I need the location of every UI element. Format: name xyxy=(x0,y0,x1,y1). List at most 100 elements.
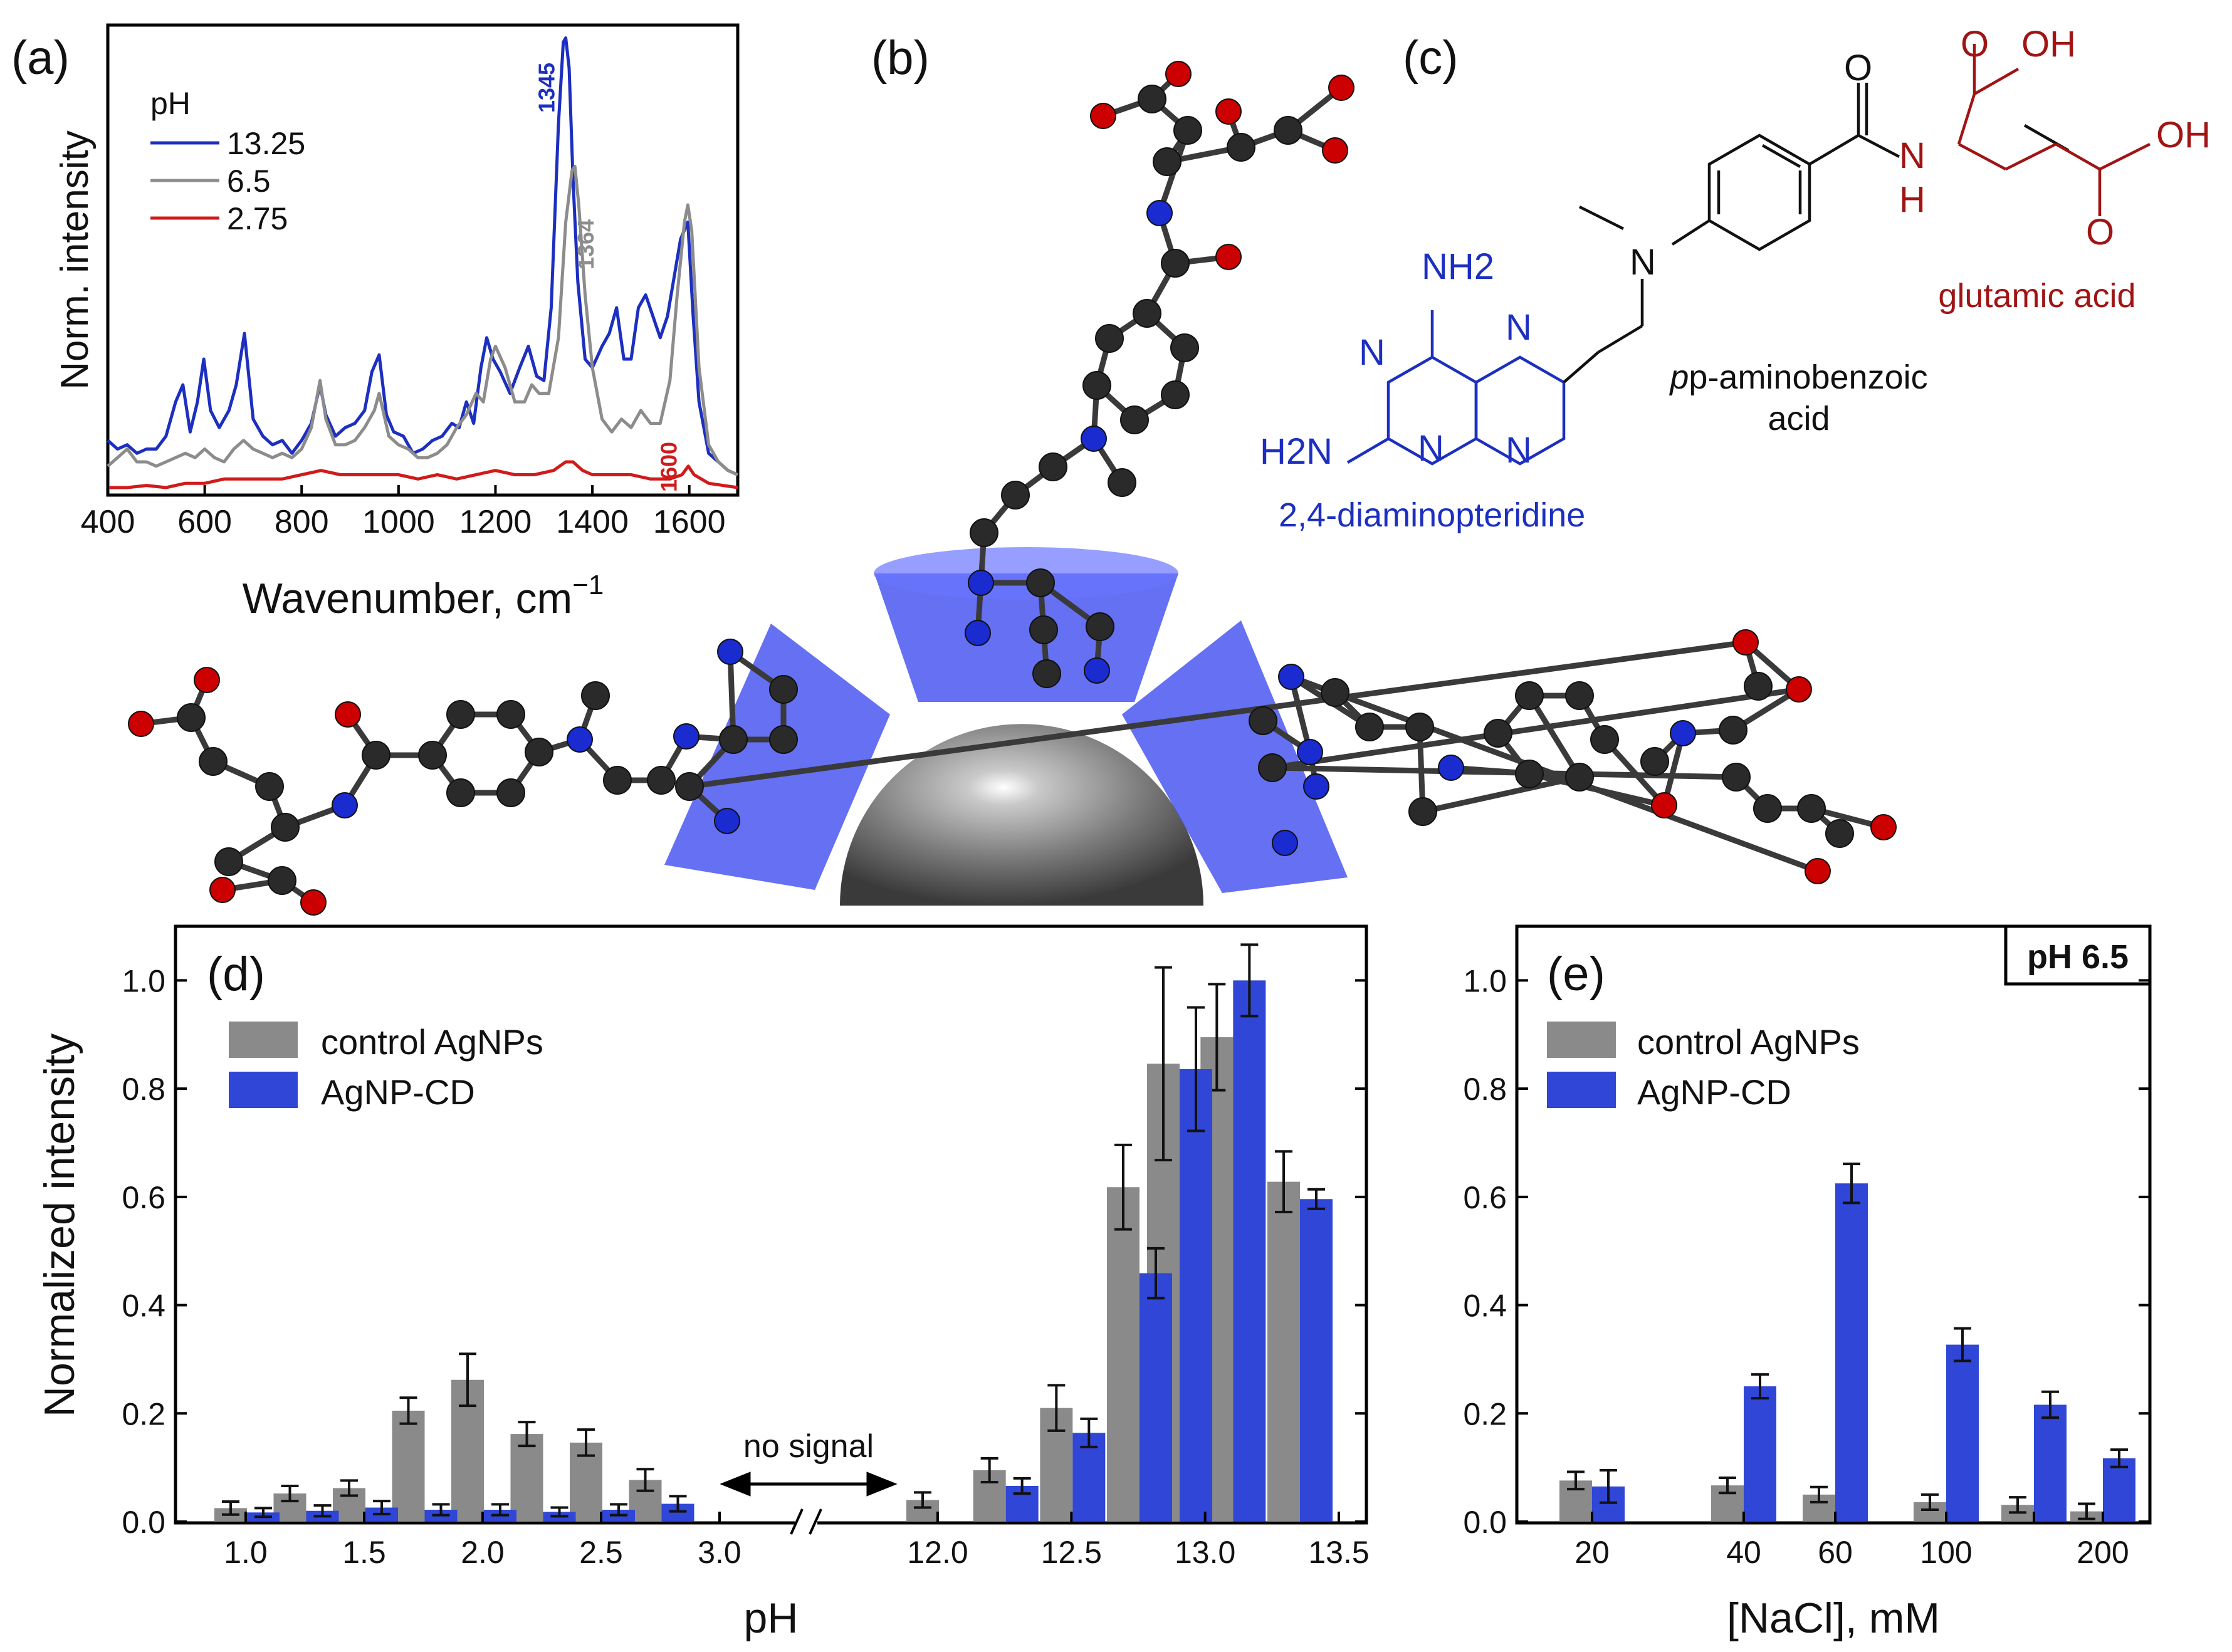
panel-c-chemical-structure: NH2 H2N N N N N N O N H O OH OH O 2,4-di… xyxy=(1260,24,2211,534)
carbon-atom xyxy=(1001,481,1030,510)
peak-label-1364: 1364 xyxy=(573,219,599,269)
axis-break-mark-2 xyxy=(809,1508,822,1535)
panel-e-legend-label-gray: control AgNPs xyxy=(1637,1022,1860,1062)
panel-a-frame xyxy=(106,23,740,497)
panel-label-a: (a) xyxy=(11,31,70,85)
panel-d-y-tick-label: 0.2 xyxy=(122,1396,165,1431)
oxygen-atom xyxy=(1322,137,1348,164)
pteridine-link-bond xyxy=(1563,351,1600,384)
atom-nh: N xyxy=(1899,135,1925,176)
structure-bonds-blue xyxy=(1346,310,1600,466)
nitrogen-atom xyxy=(1303,773,1329,800)
n-methyl-bond xyxy=(1578,205,1625,231)
panel-e-legend-swatch-gray xyxy=(1547,1022,1616,1058)
carbon-atom xyxy=(1258,753,1287,782)
x-tick-label: 1000 xyxy=(362,504,435,540)
label-paba-line1-text: p-aminobenzoic xyxy=(1689,358,1927,396)
x-tick-label: 400 xyxy=(81,504,135,540)
structure-bonds-black xyxy=(1578,83,2070,353)
panel-a-x-axis-label-sup: −1 xyxy=(572,570,604,600)
ch2-pteridine-bond xyxy=(1597,325,1643,353)
atom-n1: N xyxy=(1359,332,1385,373)
carbon-atom xyxy=(1274,116,1302,145)
carbon-atom xyxy=(719,725,748,754)
nitrogen-atom xyxy=(1278,664,1304,690)
x-tick-label: 800 xyxy=(275,504,329,540)
panel-d-x-tick-label: 12.5 xyxy=(1041,1535,1102,1570)
molecule-bond xyxy=(1422,774,1580,815)
panel-d-legend-swatch-blue xyxy=(229,1072,298,1108)
oxygen-atom xyxy=(1805,858,1831,884)
carbon-atom xyxy=(255,772,284,801)
atom-o-amide: O xyxy=(1844,48,1872,88)
carbon-atom xyxy=(1753,794,1782,823)
panel-label-c: (c) xyxy=(1403,31,1459,85)
panel-d-y-tick-label: 0.4 xyxy=(122,1289,165,1324)
carbon-atom xyxy=(199,747,228,776)
oxygen-atom xyxy=(1651,792,1677,818)
panel-e-y-ticks: 0.00.20.40.60.81.0 xyxy=(1463,963,2150,1540)
panel-d-frame xyxy=(174,924,1368,1525)
peak-label-1600: 1600 xyxy=(656,442,682,492)
panel-e-legend-label-blue: AgNP-CD xyxy=(1637,1072,1791,1112)
carbon-atom xyxy=(1565,763,1594,792)
peak-label-1345: 1345 xyxy=(534,63,560,113)
oxygen-atom xyxy=(335,701,361,728)
nitrogen-atom xyxy=(1084,657,1110,684)
bar-agnp-cd-40 xyxy=(1744,1386,1776,1522)
folate-ball-and-stick xyxy=(128,61,1897,916)
carbon-atom xyxy=(1173,116,1202,145)
x-tick-label: 1200 xyxy=(459,504,532,540)
carbon-atom xyxy=(1355,713,1384,741)
oxygen-atom xyxy=(1786,676,1812,703)
panel-e-y-tick-label: 0.0 xyxy=(1463,1505,1507,1540)
carbon-atom xyxy=(214,847,243,876)
bar-agnp-cd xyxy=(1300,1199,1333,1522)
oxygen-atom xyxy=(1732,629,1759,656)
carbon-atom xyxy=(1161,380,1190,409)
carbon-atom xyxy=(496,778,525,807)
molecule-bond xyxy=(727,651,736,740)
carbon-atom xyxy=(268,866,296,895)
x-tick-label: 1600 xyxy=(653,504,726,540)
bond-ring-carbonyl xyxy=(1808,134,1860,165)
atom-h2n: H2N xyxy=(1260,431,1333,472)
carbon-atom xyxy=(418,741,447,770)
bar-agnp-cd-150 xyxy=(2034,1404,2067,1522)
carbon-atom xyxy=(1405,713,1434,741)
molecule-bond xyxy=(1527,694,1582,779)
panel-d-x-tick-label: 13.0 xyxy=(1175,1535,1235,1570)
oxygen-atom xyxy=(1870,814,1897,840)
panel-d-y-tick-label: 0.0 xyxy=(122,1505,165,1540)
spectrum-line-ph-13.25 xyxy=(107,36,739,476)
oxygen-atom xyxy=(300,889,327,916)
panel-e-x-tick-label: 100 xyxy=(1920,1535,1972,1570)
carbon-atom xyxy=(1227,133,1255,162)
pyrazine-ring xyxy=(1474,355,1566,466)
carbon-atom xyxy=(603,766,632,795)
benzene-double-3 xyxy=(1761,144,1801,168)
label-paba-line1: pp-aminobenzoic xyxy=(1669,358,1927,396)
carbon-atom xyxy=(1515,681,1544,710)
panel-d-x-tick-label: 1.0 xyxy=(224,1535,268,1570)
atom-h: H xyxy=(1899,179,1925,220)
nitrogen-atom xyxy=(1081,426,1107,452)
nitrogen-atom xyxy=(968,570,994,596)
label-glutamic-acid: glutamic acid xyxy=(1938,277,2135,315)
carbon-atom xyxy=(1565,681,1594,710)
panel-e-y-tick-label: 0.6 xyxy=(1463,1180,1507,1215)
nitrogen-atom xyxy=(717,639,743,665)
carbon-atom xyxy=(769,725,798,754)
panel-label-b: (b) xyxy=(871,31,930,85)
glu-alpha-bond xyxy=(1957,93,1976,145)
atom-n8: N xyxy=(1506,430,1532,471)
oxygen-atom xyxy=(1215,244,1242,270)
axis-break-mark-1 xyxy=(790,1508,804,1535)
panel-a-legend: 13.256.52.75 xyxy=(150,126,305,236)
panel-d-x-tick-label: 2.0 xyxy=(461,1535,505,1570)
carbon-atom xyxy=(1086,612,1114,641)
panel-label-e: (e) xyxy=(1547,948,1605,1001)
panel-a-legend-title: pH xyxy=(150,86,191,121)
silver-nanoparticle xyxy=(840,724,1203,906)
